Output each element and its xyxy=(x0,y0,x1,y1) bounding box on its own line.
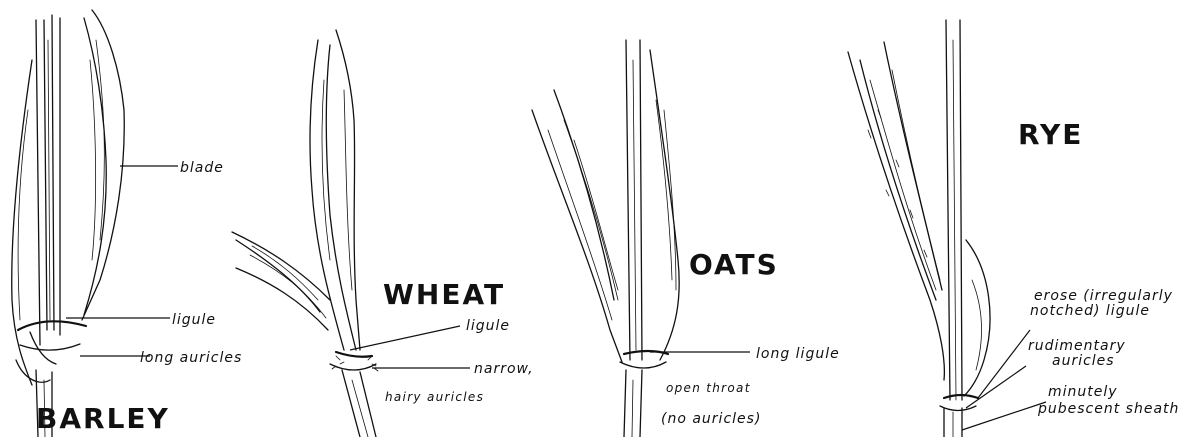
wheat-leaders xyxy=(350,326,470,368)
rye-sheath-label-line1: minutely xyxy=(1048,384,1118,400)
wheat-auricles-label-line2: hairy auricles xyxy=(385,390,484,404)
oats-note-line2: (no auricles) xyxy=(661,411,761,427)
barley-leaders xyxy=(66,166,178,356)
oats-title: OATS xyxy=(689,248,779,281)
wheat-title: WHEAT xyxy=(383,278,505,311)
oats-illustration xyxy=(532,40,679,437)
wheat-illustration xyxy=(232,30,378,437)
barley-illustration xyxy=(12,10,125,437)
oats-ligule-label: long ligule xyxy=(756,346,840,362)
rye-title: RYE xyxy=(1018,118,1083,151)
rye-auricles-label-line2: auricles xyxy=(1052,353,1115,369)
wheat-auricles-label-line1: narrow, xyxy=(474,361,534,377)
barley-title: BARLEY xyxy=(36,402,170,435)
rye-illustration xyxy=(848,20,990,437)
barley-blade-label: blade xyxy=(180,160,224,176)
oats-note-line1: open throat xyxy=(666,381,751,395)
rye-auricles-label-line1: rudimentary xyxy=(1028,338,1126,354)
rye-ligule-label-line2: notched) ligule xyxy=(1030,303,1150,319)
rye-sheath-label-line2: pubescent sheath xyxy=(1037,401,1179,417)
barley-auricles-label: long auricles xyxy=(140,350,242,366)
wheat-ligule-label: ligule xyxy=(466,318,510,334)
rye-ligule-label-line1: erose (irregularly xyxy=(1034,288,1173,304)
barley-ligule-label: ligule xyxy=(172,312,216,328)
